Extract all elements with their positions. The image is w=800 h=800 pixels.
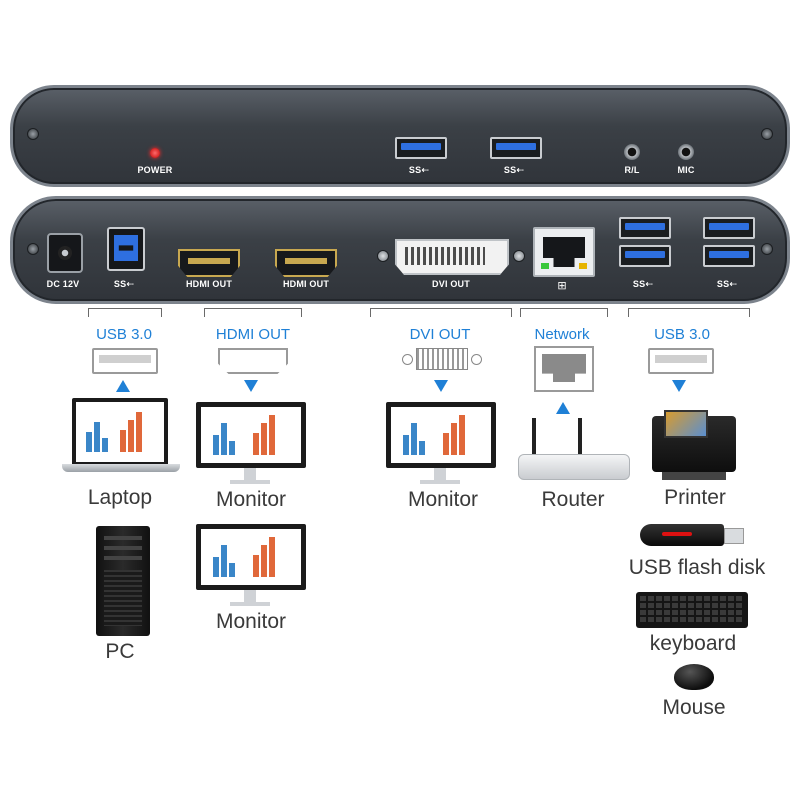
dvi-connector-icon <box>402 346 482 372</box>
rear-usb-label-2: SS⇠ <box>716 279 738 289</box>
chart-thumbnail-icon <box>403 415 465 455</box>
network-label: Network <box>534 326 590 343</box>
audio-jack-rl[interactable] <box>624 144 640 160</box>
bracket-line <box>520 308 608 317</box>
printer-image <box>652 410 736 482</box>
bracket-line <box>628 308 750 317</box>
dvi-port[interactable] <box>377 239 525 275</box>
rear-usb-port-1[interactable] <box>619 217 671 239</box>
monitor-label-1: Monitor <box>215 488 287 511</box>
arrow-up-icon <box>556 402 570 414</box>
arrow-down-icon <box>672 380 686 392</box>
usb-in-label: USB 3.0 <box>96 326 152 343</box>
hdmi-label-2: HDMI OUT <box>282 279 330 289</box>
dc-label: DC 12V <box>46 279 80 289</box>
chart-thumbnail-icon <box>213 415 275 455</box>
screw-icon <box>27 128 39 140</box>
hdmi-port-1[interactable] <box>178 249 240 277</box>
audio-rl-label: R/L <box>624 165 640 175</box>
rear-usb-port-2[interactable] <box>619 245 671 267</box>
hdmi-connector-icon <box>218 348 288 374</box>
bracket-line <box>204 308 302 317</box>
power-led <box>150 148 160 158</box>
bracket-line <box>370 308 512 317</box>
chart-thumbnail-icon <box>86 412 142 452</box>
rj45-port-icon <box>534 346 594 392</box>
monitor-label-3: Monitor <box>407 488 479 511</box>
screw-icon <box>761 128 773 140</box>
printer-label: Printer <box>664 486 726 509</box>
laptop-label: Laptop <box>87 486 153 509</box>
monitor-image-3 <box>386 402 496 486</box>
hdmi-out-label: HDMI OUT <box>215 326 291 343</box>
pc-label: PC <box>105 640 135 663</box>
dock-back-panel: DC 12V SS⇠ HDMI OUT HDMI OUT DVI OUT ⊞ S… <box>10 196 790 304</box>
dvi-out-label: DVI OUT <box>409 326 471 343</box>
monitor-image-2 <box>196 524 306 608</box>
usb-flash-label: USB flash disk <box>628 556 766 579</box>
keyboard-label: keyboard <box>649 632 737 655</box>
router-image <box>518 418 630 480</box>
power-label: POWER <box>137 165 173 175</box>
front-usb-label-2: SS⇠ <box>503 165 525 175</box>
usb-a-connector-icon <box>648 348 714 374</box>
bracket-line <box>88 308 162 317</box>
mic-jack[interactable] <box>678 144 694 160</box>
arrow-down-icon <box>244 380 258 392</box>
chart-thumbnail-icon <box>213 537 275 577</box>
dock-front-panel: POWER SS⇠ SS⇠ R/L MIC <box>10 85 790 187</box>
monitor-image-1 <box>196 402 306 486</box>
laptop-image <box>62 398 180 478</box>
front-usb-port-2[interactable] <box>490 137 542 159</box>
keyboard-image <box>636 592 748 628</box>
router-label: Router <box>541 488 605 511</box>
arrow-up-icon <box>116 380 130 392</box>
network-icon: ⊞ <box>557 280 567 292</box>
usb-flash-disk-image <box>640 520 744 550</box>
arrow-down-icon <box>434 380 448 392</box>
dvi-label: DVI OUT <box>432 279 470 289</box>
front-usb-label-1: SS⇠ <box>408 165 430 175</box>
usb-b-port[interactable] <box>107 227 145 271</box>
usb-a-connector-icon <box>92 348 158 374</box>
rear-usb-port-4[interactable] <box>703 245 755 267</box>
hdmi-port-2[interactable] <box>275 249 337 277</box>
mic-label: MIC <box>677 165 695 175</box>
monitor-label-2: Monitor <box>215 610 287 633</box>
screw-icon <box>761 243 773 255</box>
usb-b-label: SS⇠ <box>113 279 135 289</box>
mouse-image <box>674 664 714 690</box>
mouse-label: Mouse <box>662 696 726 719</box>
rear-usb-port-3[interactable] <box>703 217 755 239</box>
hdmi-label-1: HDMI OUT <box>185 279 233 289</box>
rear-usb-label-1: SS⇠ <box>632 279 654 289</box>
screw-icon <box>27 243 39 255</box>
usb-out-label: USB 3.0 <box>654 326 710 343</box>
ethernet-port[interactable] <box>533 227 595 277</box>
dc-power-jack[interactable] <box>47 233 83 273</box>
pc-tower-image <box>96 526 150 636</box>
front-usb-port-1[interactable] <box>395 137 447 159</box>
